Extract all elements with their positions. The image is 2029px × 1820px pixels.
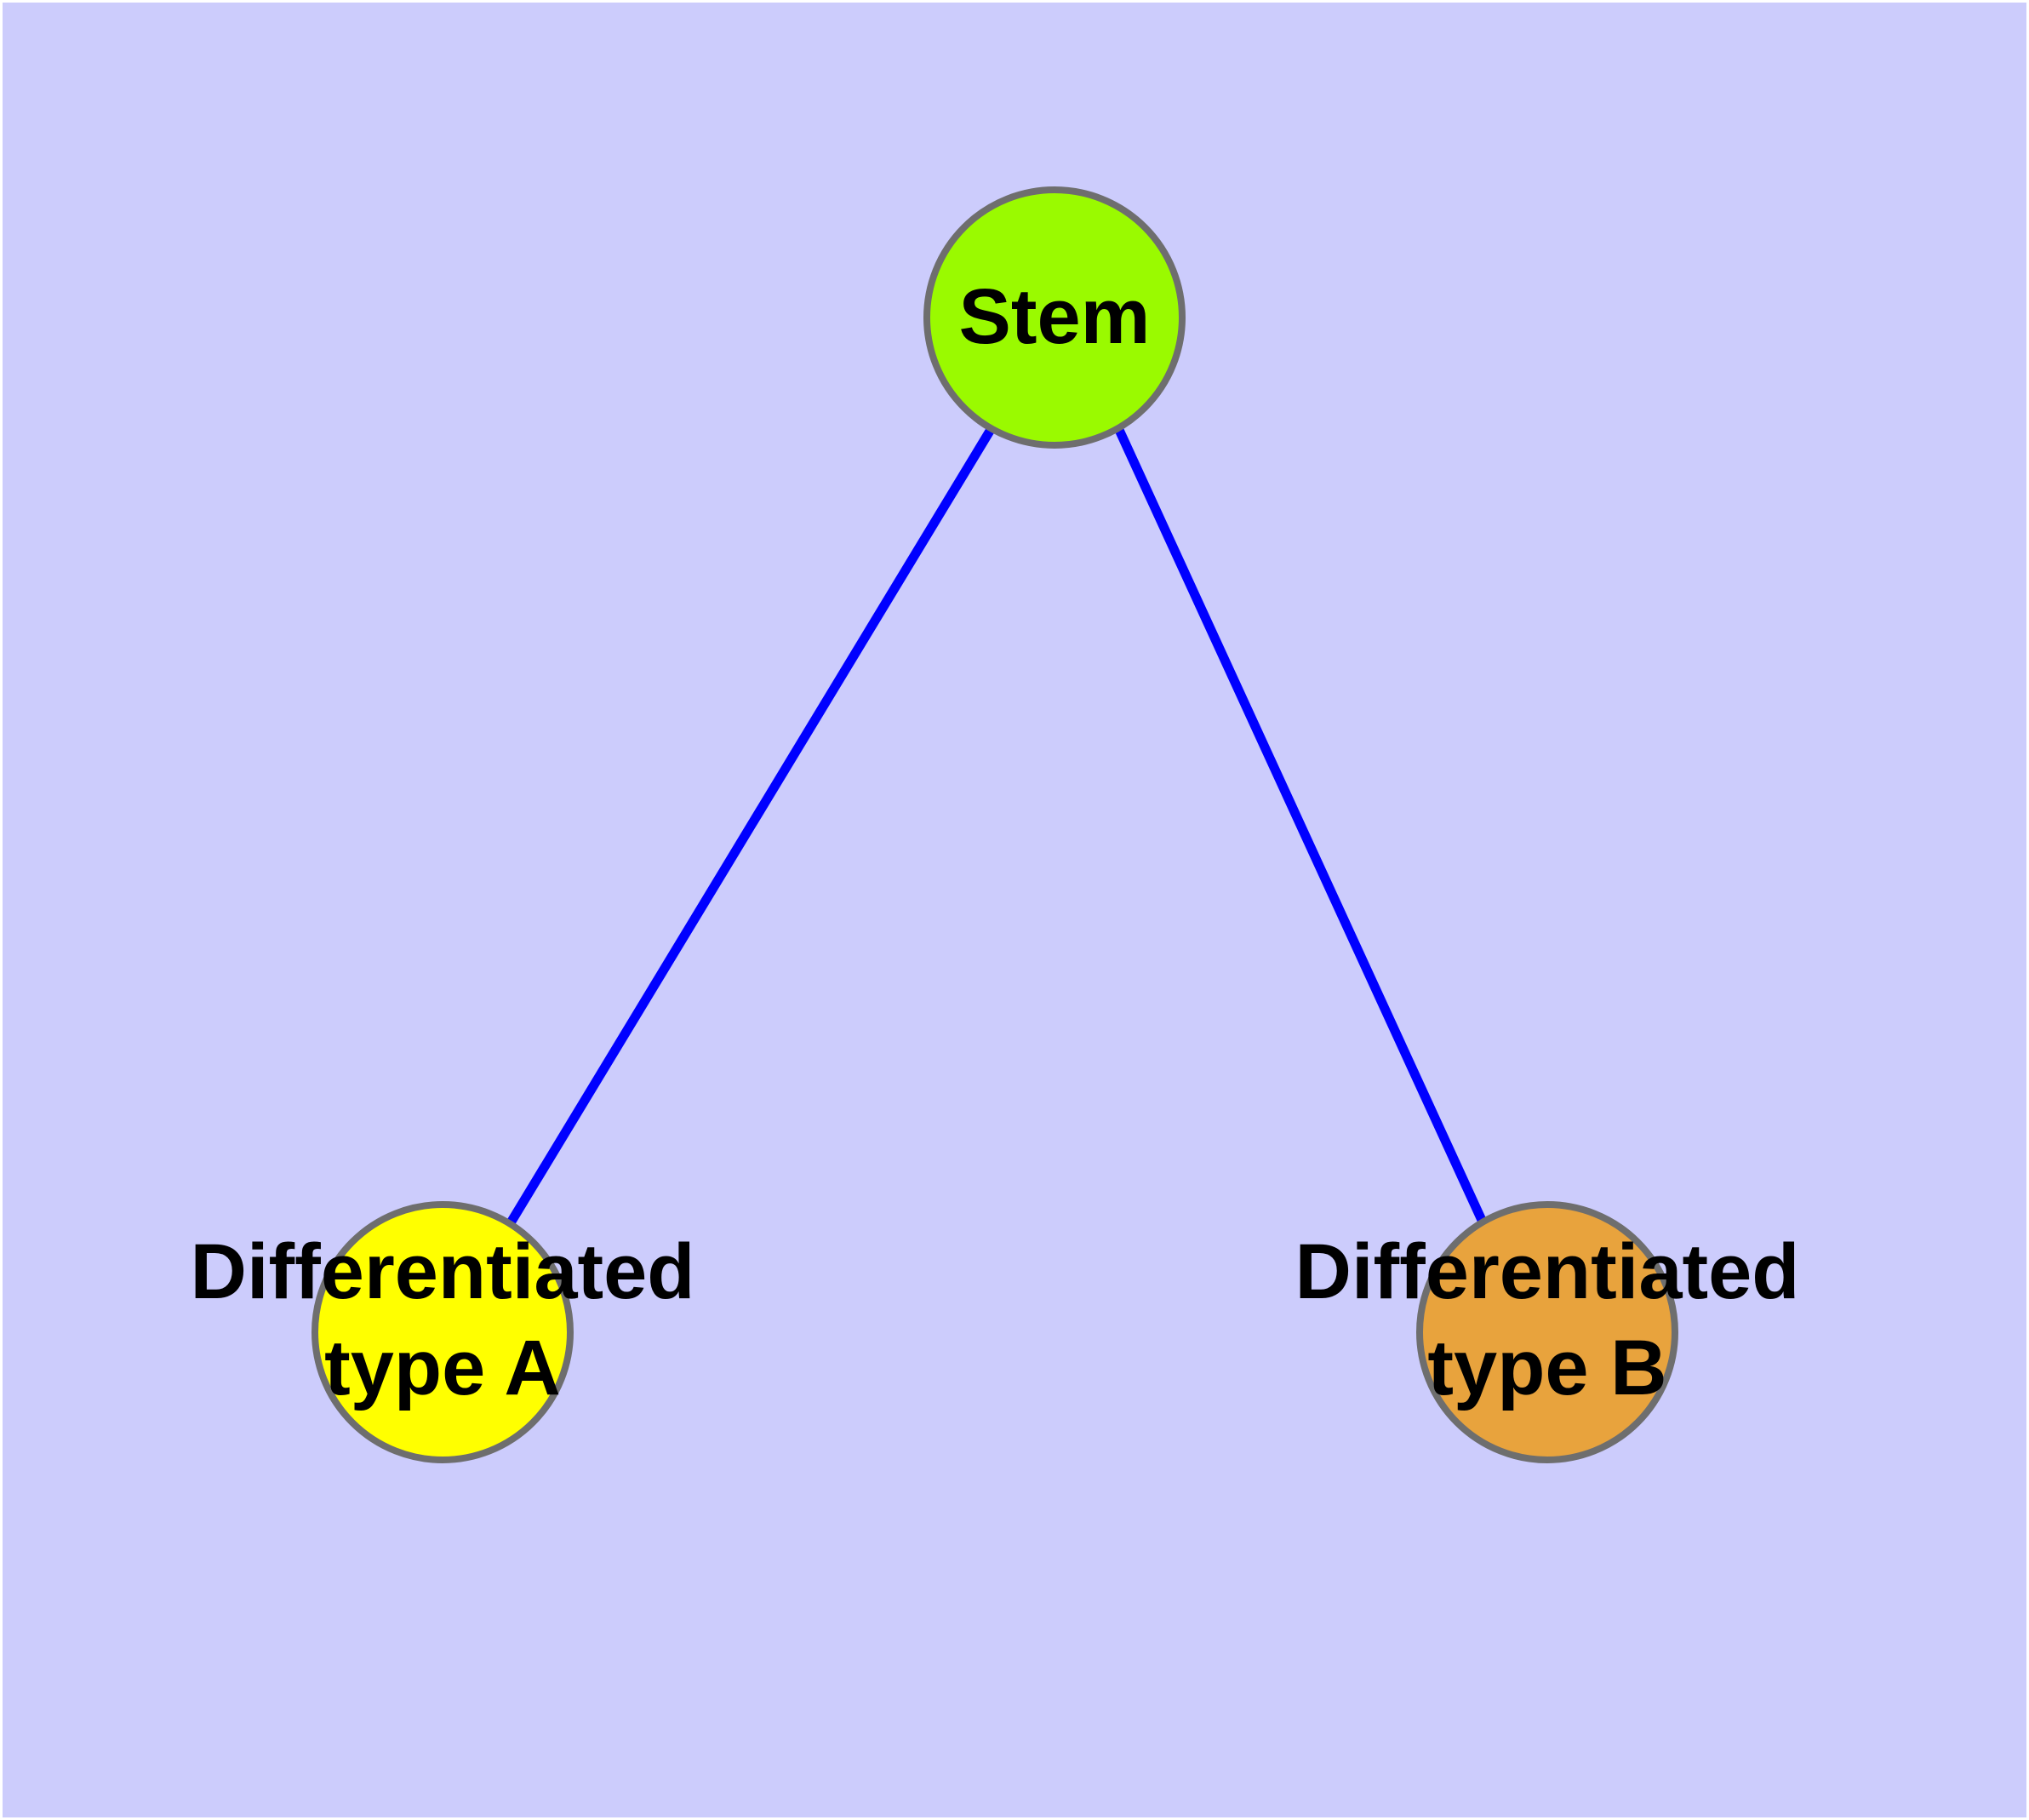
node-diff-a[interactable]	[311, 1201, 574, 1463]
node-diff-b[interactable]	[1416, 1201, 1678, 1463]
node-diff-a-label-line1: Differentiated	[191, 1228, 695, 1315]
node-stem-circle[interactable]	[923, 186, 1186, 449]
node-diff-b-label-line1: Differentiated	[1295, 1228, 1800, 1315]
node-stem-label: Stem	[959, 273, 1151, 360]
node-diff-b-label-line2: type B	[1427, 1325, 1666, 1411]
node-stem[interactable]	[923, 186, 1186, 449]
node-diff-a-circle[interactable]	[311, 1201, 574, 1463]
node-diff-b-circle[interactable]	[1416, 1201, 1678, 1463]
label-layer: Stem Differentiated type A Differentiate…	[191, 273, 1800, 1411]
node-layer	[311, 186, 1678, 1463]
edge-stem-diff-a[interactable]	[503, 426, 996, 1231]
node-diff-a-label-line2: type A	[324, 1325, 561, 1411]
edge-stem-diff-b[interactable]	[1115, 427, 1489, 1230]
edge-layer	[503, 426, 1489, 1231]
